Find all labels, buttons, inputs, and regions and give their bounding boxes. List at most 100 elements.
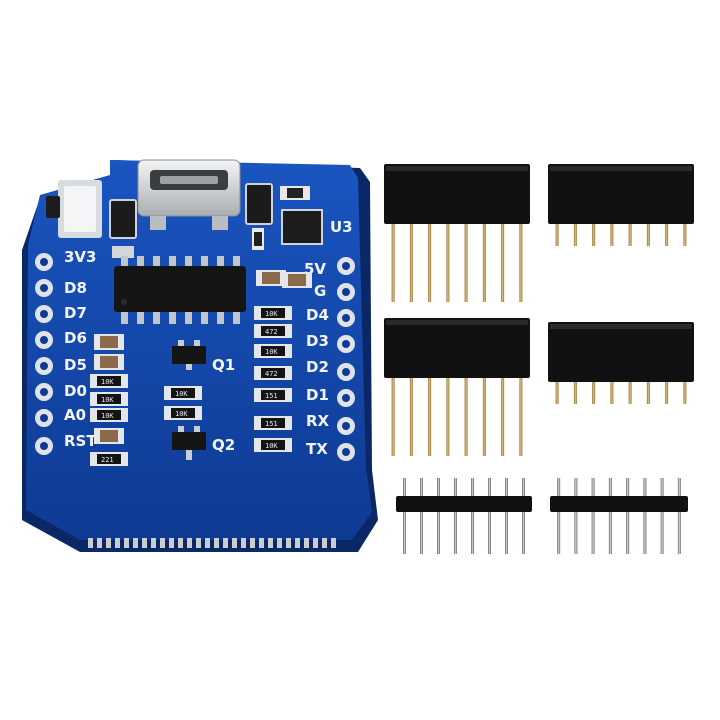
wemos-d1-mini-board: 3V3 D8 D7 D6 D5 D0 A0 RST 5V G D4 D3 D2 … [22,159,378,552]
resistor-code: 10K [175,390,188,398]
female-header-long-bottom [384,318,530,456]
edge-pad [124,538,129,548]
pin-hole [342,368,350,376]
header-pin [482,224,486,302]
edge-pad [268,538,273,548]
header-pin [677,478,681,554]
pin-label-rst: RST [64,432,97,450]
header-body [548,322,694,382]
header-pin [519,378,523,456]
header-pin [555,382,559,404]
ic-pin [233,256,240,268]
header-pin [446,224,450,302]
edge-pad [277,538,282,548]
pin-hole [40,284,48,292]
edge-pad [322,538,327,548]
edge-pad [223,538,228,548]
pin-label-d7: D7 [64,304,87,322]
ic-pin [121,256,128,268]
smd-regulator-area [109,183,323,258]
pin-label-d6: D6 [64,329,87,347]
resistor-code: 10K [175,410,188,418]
micro-usb-connector [137,159,241,230]
header-pin [574,478,578,554]
label-u3: U3 [330,218,353,236]
edge-pad [196,538,201,548]
header-pin [592,382,596,404]
pin-hole [342,340,350,348]
pin-label-3v3: 3V3 [64,248,96,266]
smd-resistor [261,368,285,378]
resistor-code: 151 [265,420,278,428]
pin-hole [40,414,48,422]
pin-label-g: G [314,282,326,300]
header-pin [428,224,432,302]
header-pin [665,382,669,404]
header-pin [409,224,413,302]
header-top-face [550,324,692,329]
pin-label-tx: TX [306,440,328,458]
header-pin [471,478,474,554]
smd-resistor [261,308,285,318]
pin-hole [342,314,350,322]
ic-pin [169,310,176,324]
smd-resistor [261,346,285,356]
smd-capacitor [100,356,118,368]
pin-hole [40,362,48,370]
smd-resistor [261,390,285,400]
header-pin [628,224,632,246]
female-header-short-top [548,164,694,246]
header-top-face [386,320,528,325]
edge-pad [295,538,300,548]
male-header-left [396,478,532,554]
edge-pad [286,538,291,548]
ic-pin [153,310,160,324]
pin-label-rx: RX [306,412,330,430]
smd-capacitor [100,430,118,442]
header-pin [646,224,650,246]
pin-hole [40,442,48,450]
header-pin [501,224,505,302]
pin-hole [40,336,48,344]
pin-hole [342,262,350,270]
smd-resistor [97,376,121,386]
header-pin [488,478,491,554]
header-pin [391,224,395,302]
smd-resistor [97,454,121,464]
right-pin-labels: 5V G D4 D3 D2 D1 RX TX [304,260,330,458]
header-top-face [550,166,692,171]
ic-pin [185,310,192,324]
edge-pad [241,538,246,548]
resistor-code: 10K [265,442,278,450]
left-pin-labels: 3V3 D8 D7 D6 D5 D0 A0 RST [64,248,97,450]
pin-label-d2: D2 [306,358,329,376]
edge-pad [214,538,219,548]
pin-hole [342,422,350,430]
pin-hole [342,288,350,296]
header-pin [591,478,595,554]
edge-pad [151,538,156,548]
ic-pin [217,310,224,324]
transistor-q2 [172,426,206,460]
header-pin [519,224,523,302]
resistor-code: 10K [101,378,114,386]
header-body [396,496,532,512]
left-pin-pads [35,253,53,455]
header-pin [592,224,596,246]
ic-pin [137,310,144,324]
header-pin [409,378,413,456]
header-pin [464,224,468,302]
header-body [548,164,694,224]
resistor-code: 10K [265,310,278,318]
edge-pad [142,538,147,548]
edge-pad [313,538,318,548]
header-pin [403,478,406,554]
header-pin [608,478,612,554]
header-pin [628,382,632,404]
smd-resistor [261,418,285,428]
header-pin [464,378,468,456]
ic-pin [185,256,192,268]
edge-pad [97,538,102,548]
